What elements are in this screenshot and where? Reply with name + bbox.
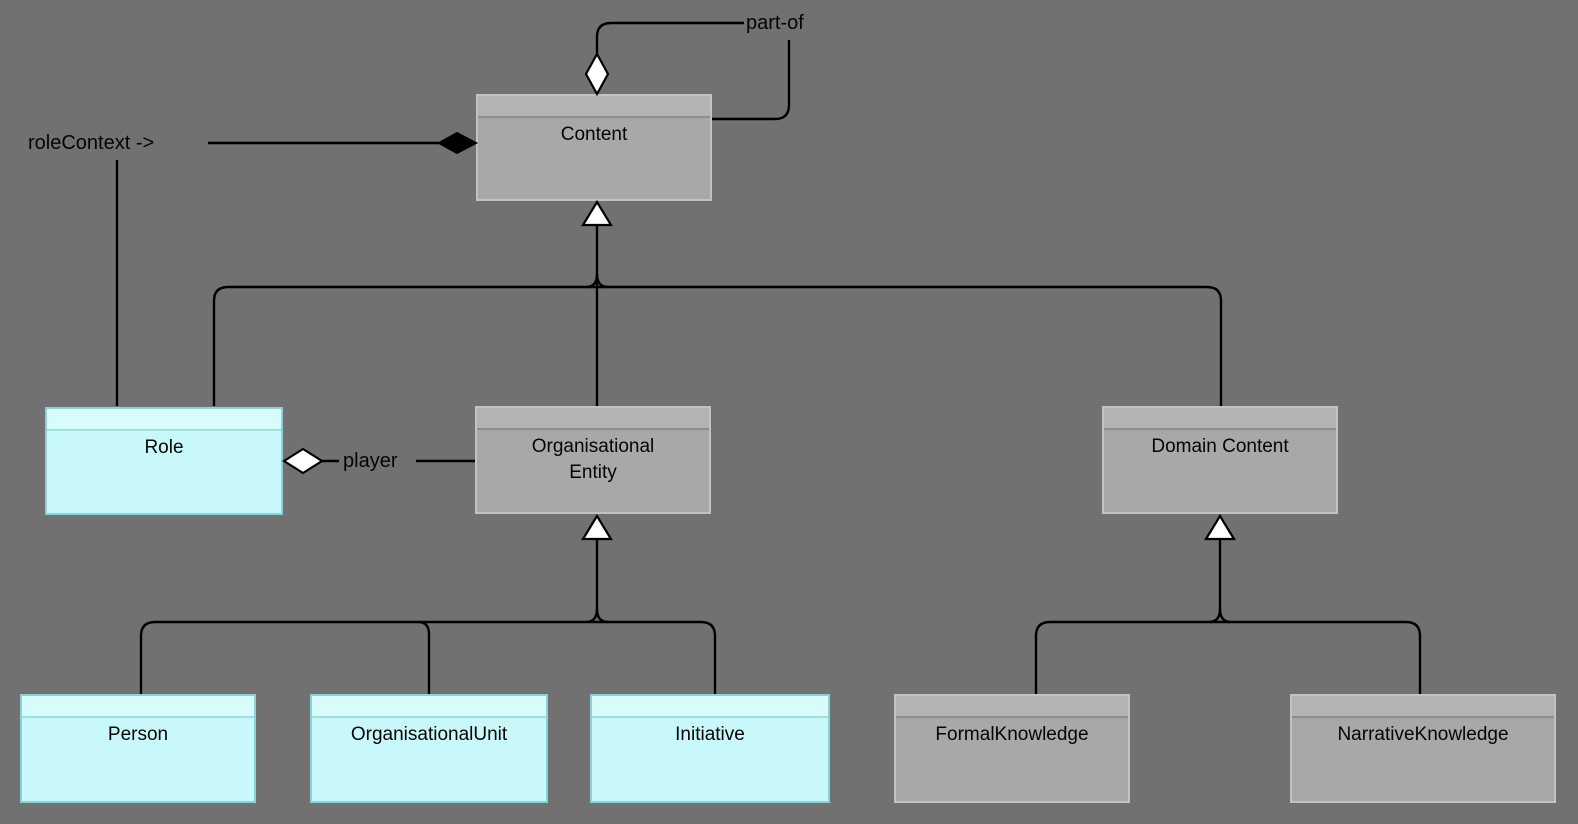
generalization-triangle-icon xyxy=(581,513,613,541)
class-name: Domain Content xyxy=(1151,436,1289,457)
class-box-role[interactable]: Role xyxy=(45,407,283,515)
class-name: Content xyxy=(560,124,628,145)
class-name: Role xyxy=(144,437,184,458)
generalization-triangle-icon xyxy=(1204,513,1236,541)
edge-label-player[interactable]: player xyxy=(343,450,398,472)
class-box-narrative-knowledge[interactable]: NarrativeKnowledge xyxy=(1290,694,1556,803)
class-compartment-strip xyxy=(1104,408,1336,430)
edge-generalization-organisational-entity[interactable] xyxy=(139,513,717,694)
class-compartment-strip xyxy=(22,696,254,718)
edge-label-role-context[interactable]: roleContext -> xyxy=(28,132,155,154)
class-box-formal-knowledge[interactable]: FormalKnowledge xyxy=(894,694,1130,803)
class-box-person[interactable]: Person xyxy=(20,694,256,803)
class-compartment-strip xyxy=(477,408,709,430)
class-compartment-strip xyxy=(478,96,710,118)
edge-role-context[interactable] xyxy=(115,131,479,406)
class-name: FormalKnowledge xyxy=(935,724,1089,745)
class-box-organisational-entity[interactable]: Organisational Entity xyxy=(475,406,711,514)
generalization-triangle-icon xyxy=(581,199,613,227)
class-name: NarrativeKnowledge xyxy=(1337,724,1509,745)
class-compartment-strip xyxy=(896,696,1128,718)
aggregation-diamond-icon xyxy=(584,51,610,97)
composition-diamond-icon xyxy=(436,131,479,155)
class-compartment-strip xyxy=(592,696,828,718)
class-box-initiative[interactable]: Initiative xyxy=(590,694,830,803)
class-compartment-strip xyxy=(1292,696,1554,718)
class-name: OrganisationalUnit xyxy=(350,724,508,745)
class-compartment-strip xyxy=(47,409,281,431)
class-name: Person xyxy=(107,724,169,745)
edge-generalization-content[interactable] xyxy=(212,199,1223,406)
edge-generalization-domain-content[interactable] xyxy=(1034,513,1422,694)
edge-label-part-of[interactable]: part-of xyxy=(746,12,804,34)
class-box-content[interactable]: Content xyxy=(476,94,712,201)
class-name: Organisational Entity xyxy=(531,436,655,483)
class-name: Initiative xyxy=(675,724,745,745)
class-box-organisational-unit[interactable]: OrganisationalUnit xyxy=(310,694,548,803)
class-box-domain-content[interactable]: Domain Content xyxy=(1102,406,1338,514)
aggregation-diamond-icon xyxy=(281,447,325,475)
class-compartment-strip xyxy=(312,696,546,718)
